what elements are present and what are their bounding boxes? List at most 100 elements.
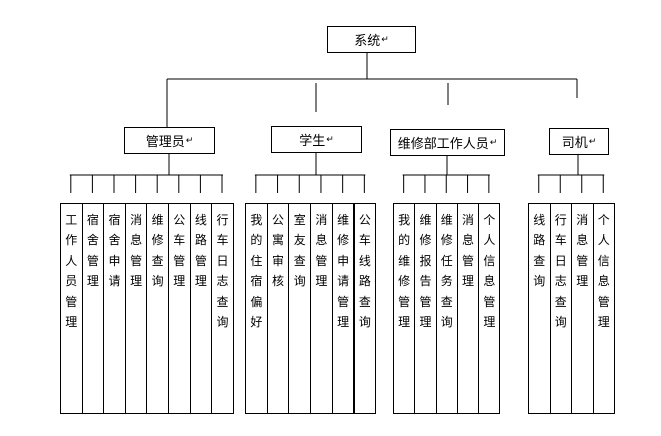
leaf-node: 线路管理 xyxy=(189,203,213,414)
leaf-node-char: 人 xyxy=(65,253,78,268)
leaf-node-char: 查 xyxy=(293,253,306,268)
leaf-node-char: 询 xyxy=(440,315,453,330)
leaf-node-char: 管 xyxy=(65,294,78,309)
leaf-node: 公车管理 xyxy=(168,203,191,414)
leaf-node-char: 维 xyxy=(398,253,411,268)
leaf-node: 消息管理 xyxy=(456,203,480,414)
leaf-node-char: 消 xyxy=(130,213,143,227)
group-node-driver: 司机↵ xyxy=(549,128,609,155)
leaf-node-char: 消 xyxy=(576,213,589,227)
leaf-node: 线路查询 xyxy=(528,203,551,414)
leaf-node-char: 路 xyxy=(358,274,371,289)
leaf-node-char: 工 xyxy=(65,213,78,227)
leaf-node-char: 请 xyxy=(108,274,121,289)
leaf-node-char: 舍 xyxy=(108,233,121,248)
leaf-node: 宿舍申请 xyxy=(103,203,126,414)
leaf-node-char: 息 xyxy=(130,233,143,248)
leaf-node-char: 个 xyxy=(483,213,496,227)
leaf-node-char: 管 xyxy=(315,253,328,268)
leaf-node-char: 友 xyxy=(293,233,306,248)
leaf-node-char: 管 xyxy=(462,253,475,268)
leaf-node-char: 好 xyxy=(250,315,263,330)
leaf-node-char: 志 xyxy=(216,274,229,289)
return-mark-icon: ↵ xyxy=(326,134,334,145)
leaf-node-char: 的 xyxy=(398,233,411,248)
leaf-node-char: 消 xyxy=(462,213,475,227)
leaf-node: 公寓审核 xyxy=(266,203,290,414)
leaf-node: 宿舍管理 xyxy=(81,203,105,414)
leaf-node-char: 个 xyxy=(597,213,610,227)
leaf-node-char: 管 xyxy=(483,294,496,309)
leaf-node-char: 信 xyxy=(597,253,610,268)
leaf-node-char: 车 xyxy=(216,233,229,248)
leaf-node-char: 询 xyxy=(151,274,164,289)
leaf-node-char: 息 xyxy=(462,233,475,248)
leaf-node-char: 息 xyxy=(576,233,589,248)
leaf-node-char: 询 xyxy=(293,274,306,289)
leaf-node: 维修报告管理 xyxy=(414,203,437,414)
leaf-node-char: 日 xyxy=(554,253,567,268)
leaf-node-char: 理 xyxy=(597,315,610,330)
leaf-node-char: 询 xyxy=(216,315,229,330)
leaf-node-char: 作 xyxy=(65,233,78,248)
leaf-node-char: 查 xyxy=(533,253,546,268)
leaf-node-char: 理 xyxy=(576,274,589,289)
leaf-node-char: 查 xyxy=(151,253,164,268)
leaf-node-char: 宿 xyxy=(250,274,263,289)
leaf-node: 消息管理 xyxy=(571,203,594,414)
leaf-node-char: 理 xyxy=(398,315,411,330)
leaf-node-char: 管 xyxy=(86,253,99,268)
leaf-node-char: 员 xyxy=(65,274,78,289)
leaf-node-char: 线 xyxy=(358,253,371,268)
leaf-node-char: 路 xyxy=(533,233,546,248)
leaf-node-char: 询 xyxy=(533,274,546,289)
leaf-node: 维修申请管理 xyxy=(331,203,355,414)
leaf-node-char: 车 xyxy=(358,233,371,248)
leaf-node-char: 维 xyxy=(419,213,432,227)
leaf-node-char: 理 xyxy=(419,315,432,330)
leaf-node-char: 公 xyxy=(358,213,371,227)
leaf-node: 个人信息管理 xyxy=(478,203,501,414)
leaf-node-char: 寓 xyxy=(272,233,285,248)
leaf-node-char: 报 xyxy=(419,253,432,268)
leaf-node-char: 维 xyxy=(440,213,453,227)
leaf-node-char: 管 xyxy=(130,253,143,268)
leaf-node-char: 理 xyxy=(65,315,78,330)
leaf-node-char: 维 xyxy=(151,213,164,227)
leaf-node-char: 人 xyxy=(483,233,496,248)
leaf-node: 维修查询 xyxy=(146,203,169,414)
leaf-node-char: 息 xyxy=(597,274,610,289)
leaf-node-char: 舍 xyxy=(86,233,99,248)
leaf-node-char: 修 xyxy=(151,233,164,248)
leaf-node-char: 询 xyxy=(358,315,371,330)
leaf-node-char: 询 xyxy=(554,315,567,330)
leaf-node-char: 理 xyxy=(194,274,207,289)
return-mark-icon: ↵ xyxy=(588,136,597,147)
leaf-node-char: 消 xyxy=(315,213,328,227)
leaf-node-char: 行 xyxy=(216,213,229,227)
leaf-node-char: 公 xyxy=(272,213,285,227)
root-node-label: 系统 xyxy=(354,34,381,49)
leaf-node-char: 修 xyxy=(419,233,432,248)
leaf-node-char: 车 xyxy=(554,233,567,248)
leaf-node-char: 我 xyxy=(398,213,411,227)
leaf-node-char: 宿 xyxy=(86,213,99,227)
leaf-node-char: 理 xyxy=(315,274,328,289)
leaf-node-char: 申 xyxy=(337,253,350,268)
leaf-node: 室友查询 xyxy=(288,203,312,414)
leaf-node-char: 查 xyxy=(358,294,371,309)
leaf-node: 消息管理 xyxy=(124,203,148,414)
leaf-node-char: 审 xyxy=(272,253,285,268)
leaf-node-char: 车 xyxy=(173,233,186,248)
leaf-node-char: 管 xyxy=(597,294,610,309)
group-node-label: 维修部工作人员 xyxy=(397,137,489,152)
leaf-node-char: 管 xyxy=(194,253,207,268)
leaf-node-char: 查 xyxy=(440,294,453,309)
leaf-node-char: 线 xyxy=(533,213,546,227)
leaf-node-char: 管 xyxy=(398,294,411,309)
leaf-node-char: 核 xyxy=(272,274,285,289)
leaf-node-char: 志 xyxy=(554,274,567,289)
group-node-student: 学生↵ xyxy=(271,126,362,153)
leaf-node-char: 我 xyxy=(250,213,263,227)
